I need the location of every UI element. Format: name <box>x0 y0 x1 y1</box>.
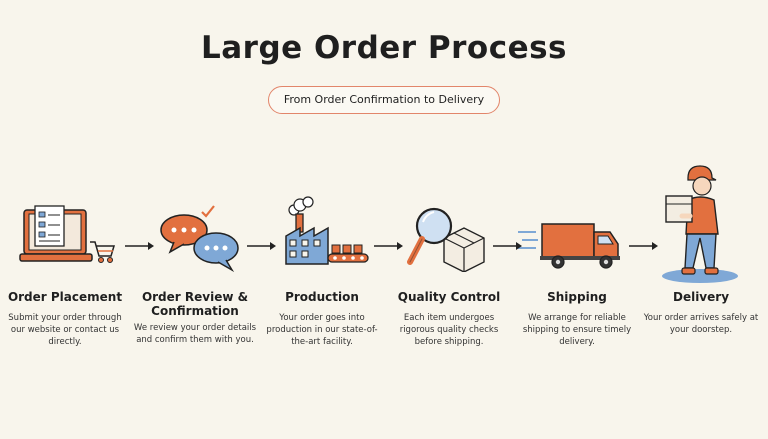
step-title-order-review: Order Review & Confirmation <box>141 290 249 318</box>
step-title-production: Production <box>285 290 359 304</box>
page-title: Large Order Process <box>200 30 567 66</box>
step-title-order-placement: Order Placement <box>7 290 123 304</box>
arrow-right-icon <box>247 242 276 250</box>
step-title-shipping: Shipping <box>547 290 607 304</box>
step-desc-order-placement: Submit your order through our website or… <box>8 313 122 347</box>
laptop-cart-icon <box>19 205 116 263</box>
step-desc-delivery: Your order arrives safely at your doorst… <box>643 313 759 335</box>
step-title-quality-control: Quality Control <box>397 290 501 304</box>
step-desc-quality-control: Each item undergoes rigorous quality che… <box>399 313 499 347</box>
arrow-right-icon <box>374 242 403 250</box>
chat-bubbles-icon <box>160 205 239 272</box>
factory-icon <box>285 196 369 265</box>
arrow-right-icon <box>629 242 658 250</box>
step-desc-shipping: We arrange for reliable shipping to ensu… <box>522 313 632 347</box>
step-desc-production: Your order goes into production in our s… <box>266 313 378 347</box>
magnifier-box-icon <box>407 207 485 272</box>
step-title-delivery: Delivery <box>672 290 730 304</box>
arrow-right-icon <box>493 242 522 250</box>
arrow-right-icon <box>125 242 154 250</box>
step-desc-order-review: We review your order details and confirm… <box>133 323 257 345</box>
delivery-person-icon <box>662 165 738 283</box>
truck-icon <box>518 223 620 269</box>
subtitle-pill: From Order Confirmation to Delivery <box>268 86 500 114</box>
